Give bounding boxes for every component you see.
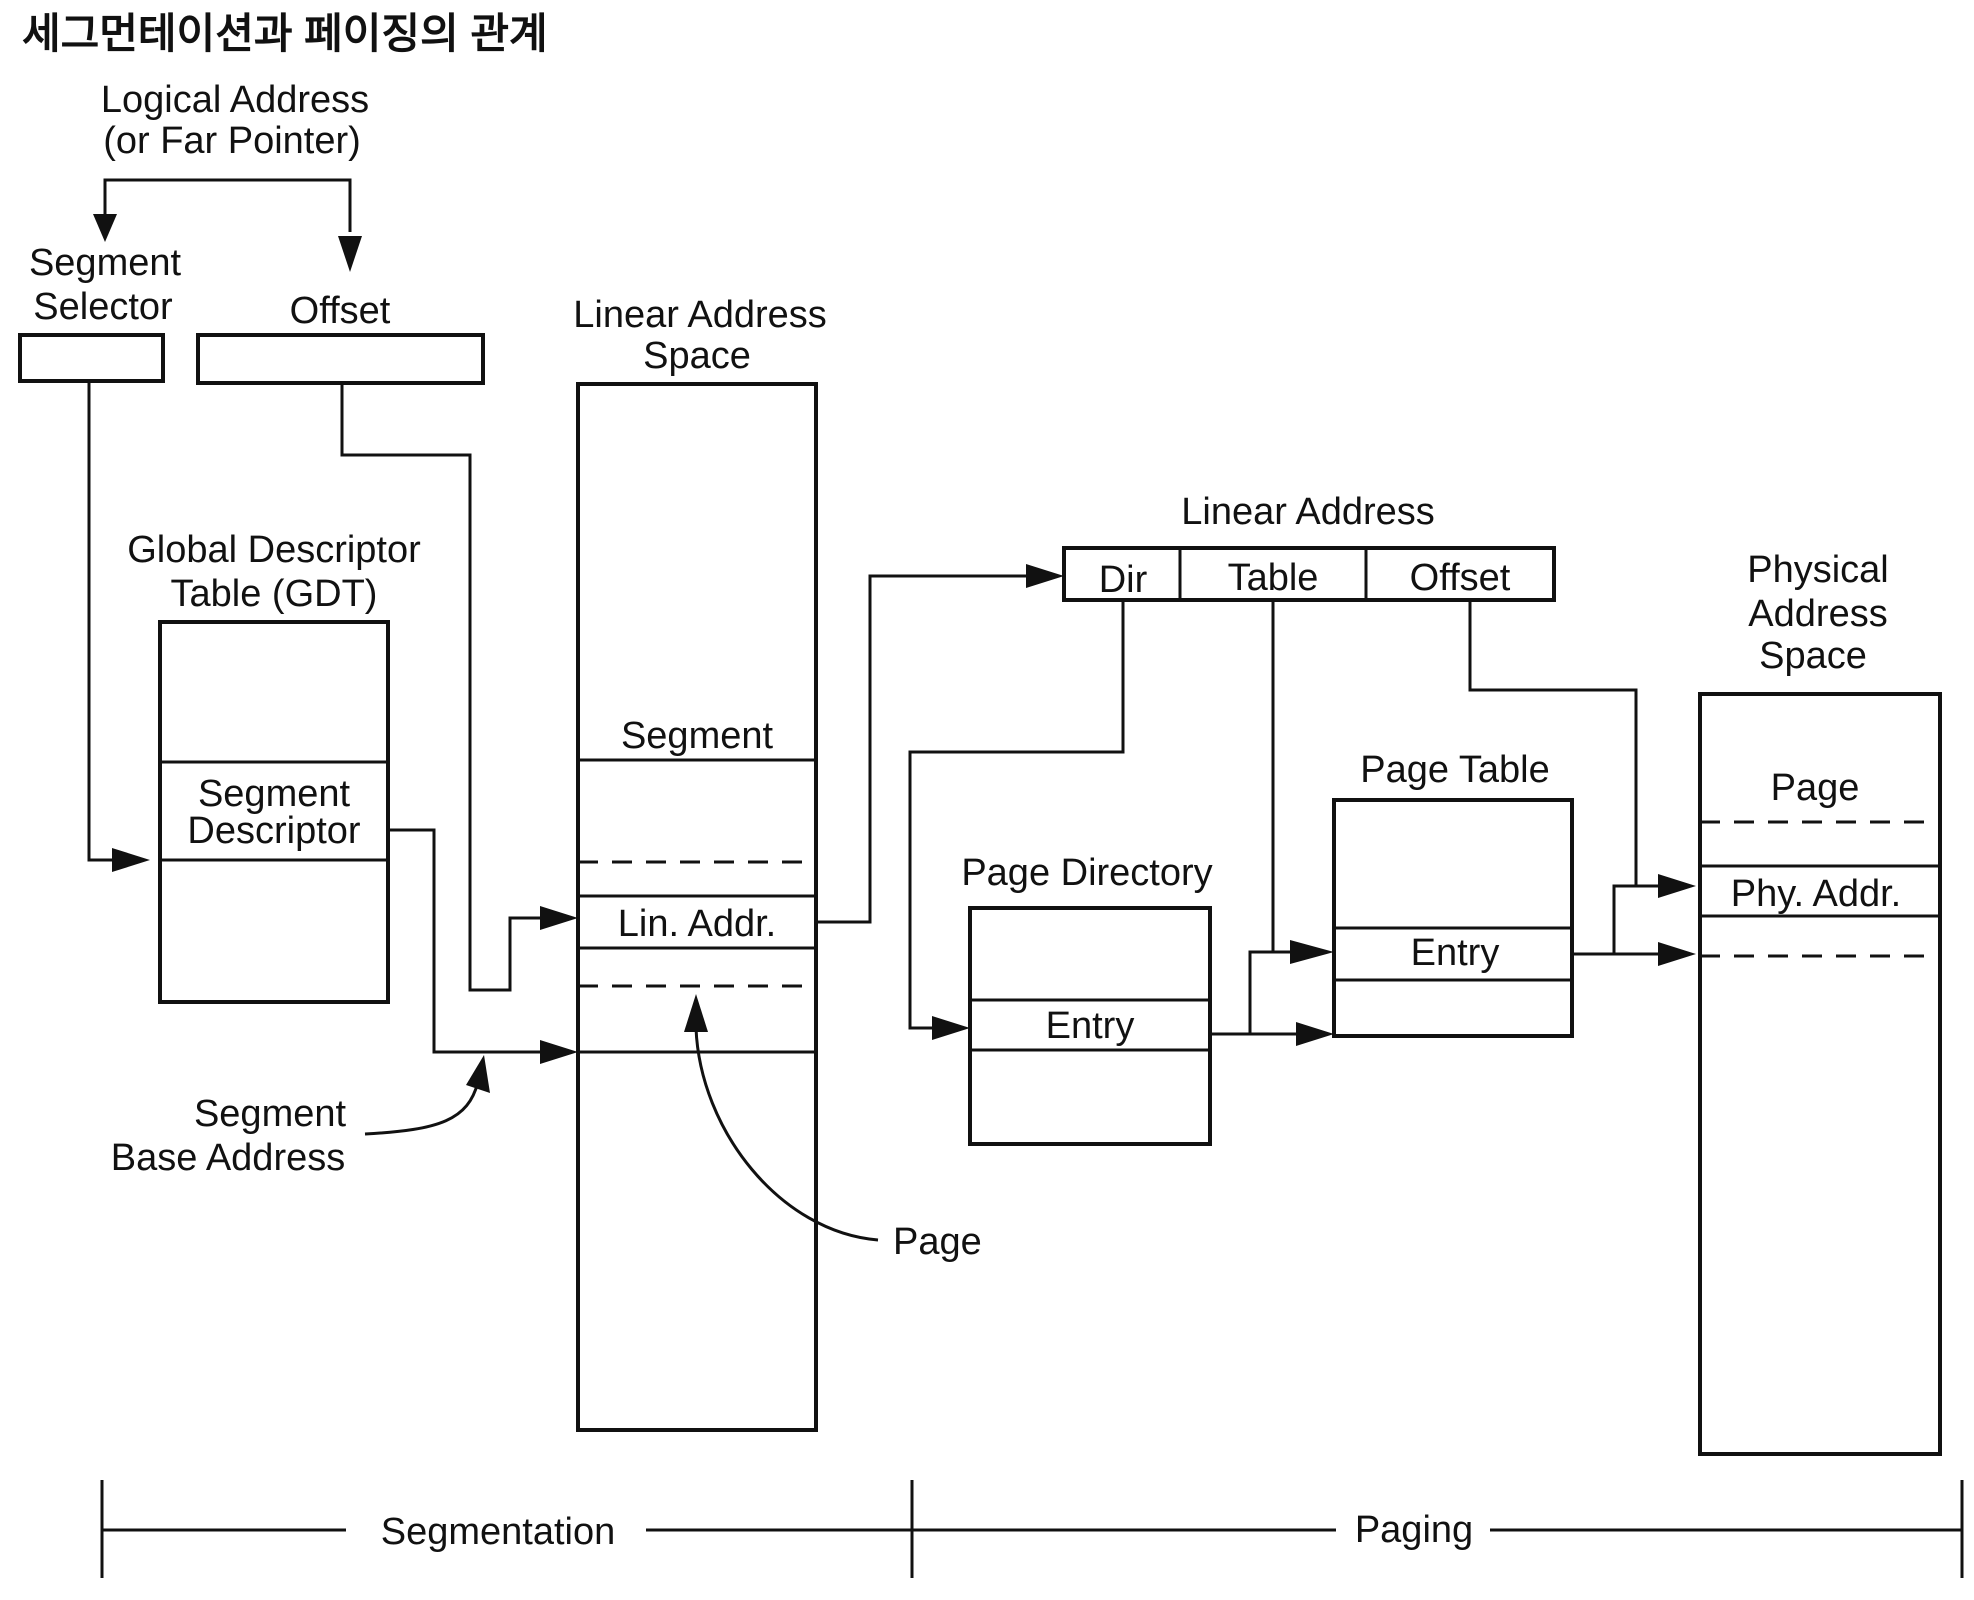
selector-to-gdt-line (87, 381, 130, 862)
page-directory-box (968, 906, 1212, 1146)
selector-to-gdt-arrowhead (112, 848, 150, 872)
lin-addr-to-linear-address-line (816, 574, 1028, 924)
page-callout-line (694, 1027, 879, 1242)
page-table-title: Page Table (1360, 749, 1549, 791)
segmentation-paging-scale (100, 1480, 1964, 1578)
page-table-to-phy-addr-line (1572, 884, 1666, 956)
dir-entry-arrowhead (932, 1016, 970, 1040)
paging-label: Paging (1355, 1509, 1473, 1551)
diagram-title: 세그먼테이션과 페이징의 관계 (22, 10, 548, 57)
logical-address-split-arrows (93, 178, 362, 272)
offset-arrowhead (540, 906, 578, 930)
page-table-entry-label: Entry (1411, 932, 1500, 974)
gdt-title-1: Global Descriptor (127, 529, 421, 571)
linear-address-space-box (576, 382, 818, 1432)
offset-to-linear-address-line (340, 383, 548, 992)
physical-address-space-title-1: Physical (1747, 549, 1889, 591)
page-directory-entry-lower-arrowhead (1296, 1022, 1334, 1046)
segment-selector-label-1: Segment (29, 242, 182, 284)
offset-field-label: Offset (1410, 557, 1511, 599)
segment-base-address-label-2: Base Address (111, 1137, 345, 1179)
physical-page-label: Page (1771, 767, 1860, 809)
segment-descriptor-label-1: Segment (198, 773, 351, 815)
base-arrowhead (540, 1040, 578, 1064)
linear-address-title: Linear Address (1181, 491, 1435, 533)
far-pointer-label: (or Far Pointer) (103, 120, 361, 162)
physical-address-space-title-3: Space (1759, 635, 1867, 677)
gdt-table (158, 620, 390, 1004)
segment-descriptor-label-2: Descriptor (187, 810, 360, 852)
offset-label: Offset (290, 290, 391, 332)
page-directory-title: Page Directory (961, 852, 1212, 894)
phy-addr-label: Phy. Addr. (1731, 873, 1901, 915)
page-callout-arrowhead (684, 994, 708, 1032)
page-directory-entry-label: Entry (1046, 1005, 1135, 1047)
segment-selector-label-2: Selector (33, 286, 173, 328)
page-callout-label: Page (893, 1221, 982, 1263)
offset-field-to-phy-addr-line (1468, 600, 1666, 888)
lin-addr-label: Lin. Addr. (618, 903, 776, 945)
table-field-label: Table (1228, 557, 1319, 599)
linear-address-arrowhead (1026, 564, 1064, 588)
linear-address-space-title-1: Linear Address (573, 294, 827, 336)
logical-address-label: Logical Address (101, 79, 369, 121)
segmentation-label: Segmentation (381, 1511, 616, 1553)
segment-base-address-label-1: Segment (194, 1093, 347, 1135)
phy-addr-lower-arrowhead (1658, 942, 1696, 966)
gdt-title-2: Table (GDT) (171, 573, 378, 615)
page-directory-entry-to-page-table-top (1210, 950, 1292, 1036)
descriptor-to-base-line (388, 828, 548, 1054)
dir-to-page-directory-line (908, 600, 1125, 1030)
table-field-to-page-table-line (1271, 600, 1292, 954)
page-directory-entry-upper-arrowhead (1290, 940, 1334, 964)
segment-base-address-callout-line (364, 1081, 480, 1136)
offset-field (196, 333, 485, 385)
segment-base-address-callout-arrowhead (466, 1055, 490, 1093)
dir-field-label: Dir (1099, 559, 1148, 601)
physical-address-space-title-2: Address (1748, 593, 1887, 635)
segment-label: Segment (621, 715, 774, 757)
page-table-box (1332, 798, 1574, 1038)
linear-address-field-box (1062, 546, 1556, 602)
phy-addr-upper-arrowhead (1658, 874, 1696, 898)
linear-address-space-title-2: Space (643, 335, 751, 377)
segment-selector-field (18, 333, 165, 383)
